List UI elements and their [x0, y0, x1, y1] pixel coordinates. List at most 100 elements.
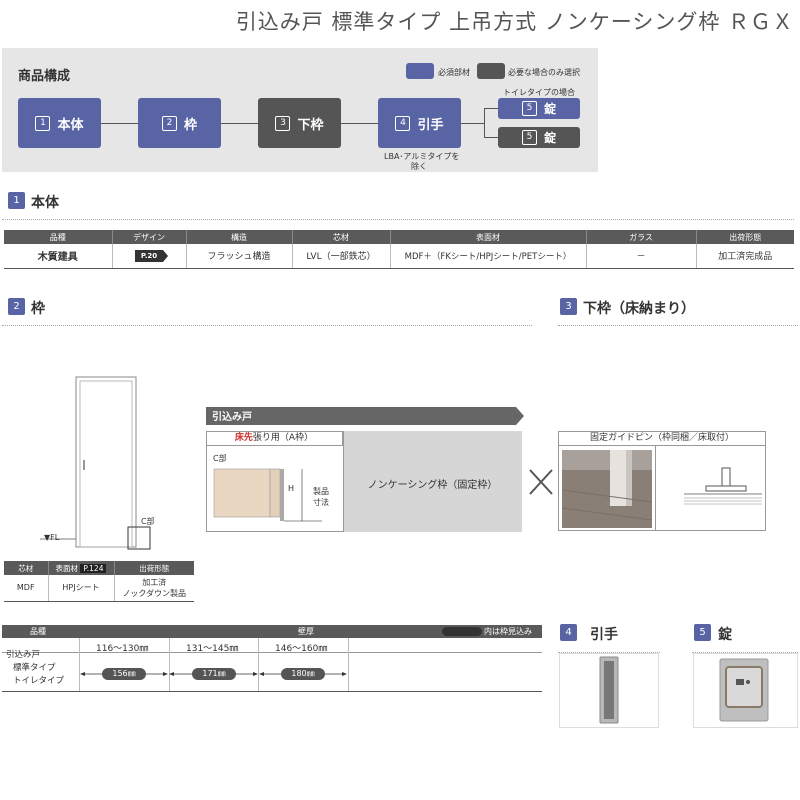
shipping-line: 加工済 — [142, 577, 167, 587]
wall-type-label: 引込み戸 — [6, 650, 41, 660]
step-label: 引手 — [417, 117, 444, 133]
frame-depth-value: 156㎜ — [112, 669, 136, 678]
cell-structure: フラッシュ構造 — [186, 244, 293, 269]
divider — [558, 325, 798, 326]
wall-type-label: 標準タイプ — [13, 663, 56, 673]
column-divider — [348, 638, 349, 691]
section-2-title: 枠 — [31, 301, 45, 317]
c-part-label: C部 — [141, 517, 155, 526]
connector-line — [484, 108, 485, 138]
divider — [2, 325, 532, 326]
column-header: 芯材 — [4, 561, 49, 575]
detail-h-label: H — [288, 484, 295, 493]
step-label: 枠 — [183, 117, 197, 133]
step-label: 錠 — [543, 102, 556, 116]
frame-material-table: 芯材 表面材 P.124 出荷形態 MDF HPJシート 加工済ノックダウン製品 — [4, 561, 194, 602]
column-header: デザイン — [112, 230, 187, 244]
wall-type-label: トイレタイプ — [13, 676, 65, 686]
floor-level-label: ▼FL — [44, 533, 60, 542]
section-4-title: 引手 — [590, 627, 618, 643]
wall-legend-pill — [442, 627, 482, 636]
step-number: 3 — [275, 115, 291, 131]
lock-image — [719, 658, 769, 722]
row-divider — [2, 652, 542, 653]
connector-line — [484, 137, 498, 138]
column-header: ガラス — [586, 230, 697, 244]
connector-line — [460, 123, 484, 124]
lock-image-frame — [693, 653, 798, 728]
step-4-note: 除く — [411, 162, 427, 171]
cell-surface: MDF＋（FKシート/HPJシート/PETシート） — [390, 244, 587, 269]
step-label: 下枠 — [297, 117, 324, 133]
sliding-door-bar — [206, 407, 524, 425]
section-2-number: 2 — [8, 298, 25, 315]
cell-core: LVL（一部鉄芯） — [292, 244, 391, 269]
column-header: 出荷形態 — [114, 561, 194, 575]
column-divider — [169, 638, 170, 691]
frame-type-cell — [343, 431, 522, 532]
wall-legend-label: 内は枠見込み — [484, 627, 532, 636]
cell-shipping: 加工済完成品 — [696, 244, 794, 269]
frame-type-label: ノンケーシング枠（固定枠） — [367, 480, 498, 491]
section-3-number: 3 — [560, 298, 577, 315]
column-divider — [79, 638, 80, 691]
cell-shipping: 加工済ノックダウン製品 — [114, 575, 194, 602]
section-5-number: 5 — [694, 624, 711, 641]
legend-required-swatch — [406, 63, 434, 79]
frame-depth-arrows — [80, 668, 347, 680]
wall-header-type: 品種 — [30, 627, 46, 636]
body-spec-table: 品種 デザイン 構造 芯材 表面材 ガラス 出荷形態 木質建具 P.20 フラッ… — [4, 230, 794, 269]
step-label: 本体 — [57, 117, 84, 133]
section-4-number: 4 — [560, 624, 577, 641]
frame-section-drawing — [213, 468, 322, 522]
section-1-title: 本体 — [31, 195, 59, 211]
section-5-title: 錠 — [718, 627, 732, 643]
step-label: 錠 — [543, 131, 556, 145]
detail-dim-label: 寸法 — [313, 498, 329, 507]
divider — [558, 652, 660, 653]
subheader-highlight: 床先 — [234, 433, 253, 443]
handle-image-frame — [559, 653, 659, 728]
step-number: 5 — [521, 130, 537, 145]
page-ref-badge[interactable]: P.20 — [134, 249, 169, 262]
toilet-note: トイレタイプの場合 — [503, 88, 575, 97]
column-header: 出荷形態 — [696, 230, 794, 244]
step-4-note: LBA･アルミタイプを — [384, 152, 460, 161]
step-number: 5 — [521, 101, 537, 116]
legend-optional-label: 必要な場合のみ選択 — [508, 68, 580, 77]
sliding-door-bar-label: 引込み戸 — [212, 412, 252, 423]
door-elevation-drawing — [40, 376, 151, 550]
connector-line — [484, 108, 498, 109]
cell-glass: － — [586, 244, 697, 269]
column-divider — [655, 446, 656, 531]
shipping-line: ノックダウン製品 — [122, 588, 187, 598]
divider — [692, 652, 798, 653]
column-header: 構造 — [186, 230, 293, 244]
wall-range-label: 146〜160㎜ — [275, 644, 328, 654]
cell-surface: HPJシート — [48, 575, 115, 602]
frame-detail-subheader: 床先張り用（A枠） — [206, 431, 343, 446]
detail-dim-label: 製品 — [313, 487, 329, 496]
frame-depth-value: 171㎜ — [202, 669, 226, 678]
cell-type: 木質建具 — [4, 244, 113, 269]
column-header: 芯材 — [292, 230, 391, 244]
frame-depth-value: 180㎜ — [291, 669, 315, 678]
page-ref-badge[interactable]: P.124 — [80, 563, 107, 573]
cell-design: P.20 — [112, 244, 187, 269]
step-3-lower-frame[interactable]: 3 下枠 — [258, 98, 341, 148]
wall-range-label: 131〜145㎜ — [186, 644, 239, 654]
column-divider — [258, 638, 259, 691]
wall-range-label: 116〜130㎜ — [96, 644, 149, 654]
divider — [2, 219, 794, 220]
column-header: 表面材 — [390, 230, 587, 244]
row-divider — [2, 691, 542, 692]
legend-required-label: 必須部材 — [438, 68, 470, 77]
composition-title: 商品構成 — [18, 69, 71, 84]
section-1-number: 1 — [8, 192, 25, 209]
guide-pin-box-title: 固定ガイドピン（枠同梱／床取付） — [558, 431, 766, 446]
